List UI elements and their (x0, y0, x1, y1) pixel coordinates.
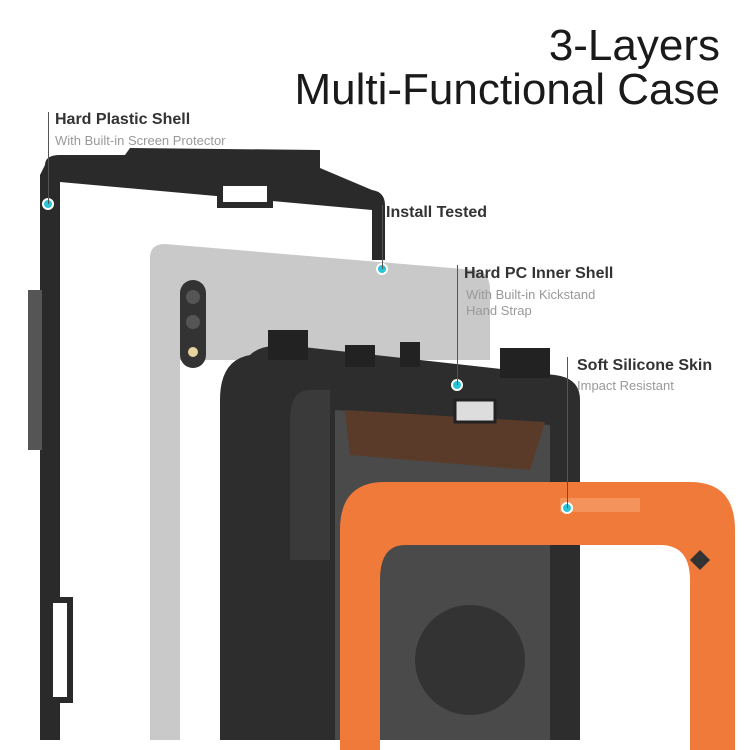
callout-line (457, 265, 458, 385)
callout-line (567, 357, 568, 508)
callout-line (382, 205, 383, 269)
callout-line (48, 112, 49, 204)
soft-silicone-skin (340, 482, 735, 750)
title-line-2: Multi-Functional Case (294, 65, 721, 114)
callout-heading-hard-pc-inner-shell: Hard PC Inner Shell (464, 265, 614, 282)
callout-sub: With Built-in Kickstand (466, 287, 596, 302)
hard-plastic-shell (28, 148, 385, 740)
tablet-device (150, 244, 490, 740)
callout-heading-hard-plastic-shell: Hard Plastic Shell (55, 111, 191, 128)
callout-sub: With Built-in Screen Protector (55, 133, 226, 148)
title-line-1: 3-Layers (548, 21, 720, 70)
callout-heading-soft-silicone-skin: Soft Silicone Skin (577, 357, 713, 374)
callout-sub: Hand Strap (466, 303, 532, 318)
callout-heading-install-tested: Install Tested (386, 204, 488, 221)
callout-sub: Impact Resistant (577, 378, 674, 393)
